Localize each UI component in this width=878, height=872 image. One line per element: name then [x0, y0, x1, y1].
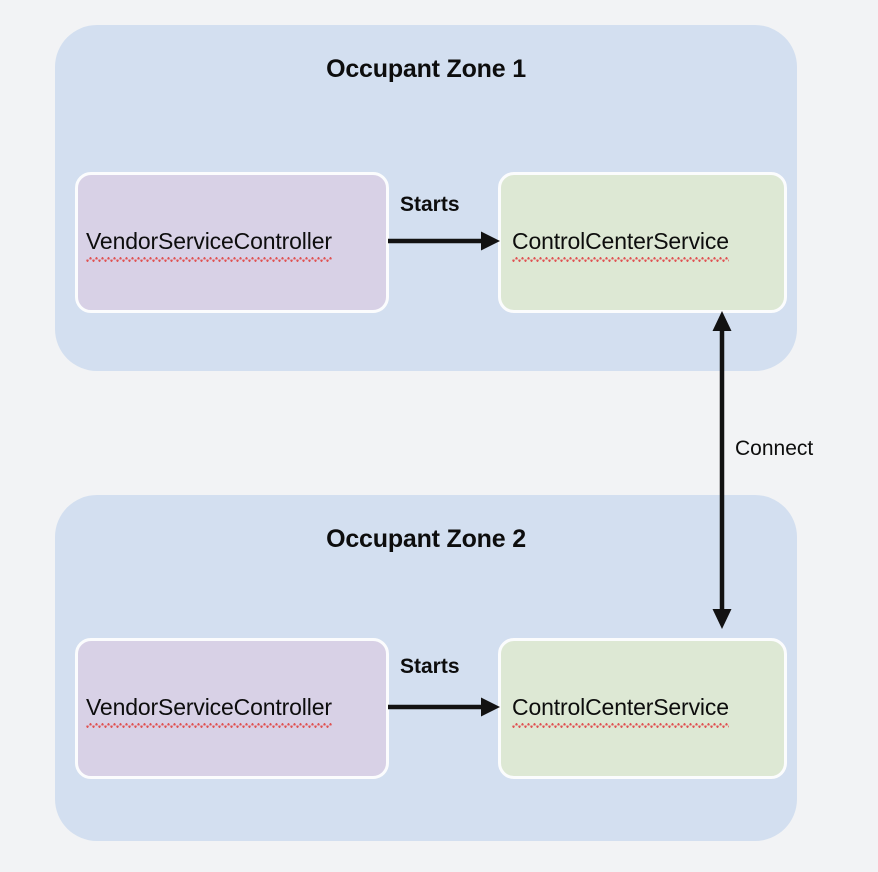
- node-label: VendorServiceController: [86, 228, 332, 262]
- node-label: ControlCenterService: [512, 228, 729, 262]
- edge-label-starts-zone-1: Starts: [400, 193, 460, 216]
- node-vendor-service-controller-zone-2[interactable]: VendorServiceController: [75, 638, 389, 779]
- occupant-zone-2-title: Occupant Zone 2: [326, 525, 526, 553]
- node-vendor-service-controller-zone-1[interactable]: VendorServiceController: [75, 172, 389, 313]
- node-label: ControlCenterService: [512, 694, 729, 728]
- node-control-center-service-zone-2[interactable]: ControlCenterService: [498, 638, 787, 779]
- edge-label-starts-zone-2: Starts: [400, 655, 460, 678]
- edge-label-connect: Connect: [735, 437, 814, 460]
- node-label: VendorServiceController: [86, 694, 332, 728]
- node-control-center-service-zone-1[interactable]: ControlCenterService: [498, 172, 787, 313]
- occupant-zone-1-title: Occupant Zone 1: [326, 55, 526, 83]
